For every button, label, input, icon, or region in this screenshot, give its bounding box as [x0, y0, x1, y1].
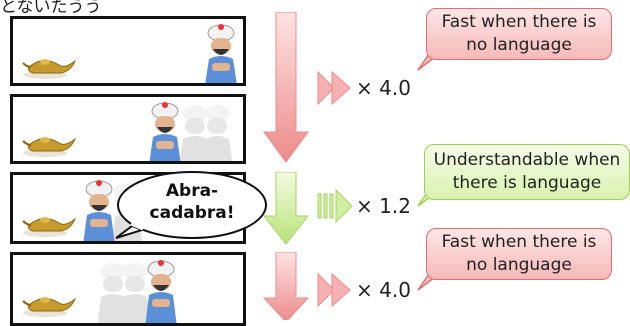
genie-icon: [145, 260, 177, 323]
speech-bubble: [115, 171, 267, 239]
speech-line-1: Abra-: [165, 181, 219, 201]
speech-line-2: cadabra!: [149, 203, 235, 223]
multiplier-label: × 4.0: [356, 278, 411, 302]
callout-fast: Fast when there is no language: [426, 8, 612, 60]
speed-arrow-icon: [317, 272, 351, 308]
genie-icon: [83, 180, 115, 241]
speech-bubble-text: Abra- cadabra!: [140, 180, 244, 224]
callout-fast: Fast when there is no language: [426, 228, 612, 280]
magic-lamp-icon: [22, 217, 77, 237]
multiplier-label: × 1.2: [356, 194, 411, 218]
down-arrow-icon: [263, 12, 309, 163]
speed-arrow-icon: [317, 70, 351, 106]
down-arrow-icon: [262, 172, 310, 245]
slow-arrow-icon: [317, 188, 353, 224]
scene-frame: [10, 94, 246, 164]
magic-lamp-icon: [22, 297, 77, 317]
magic-lamp-icon: [22, 137, 77, 157]
genie-icon: [149, 102, 181, 161]
callout-understandable: Understandable when there is language: [424, 144, 630, 200]
multiplier-label: × 4.0: [356, 76, 411, 100]
magic-lamp-icon: [22, 59, 77, 79]
down-arrow-icon: [262, 252, 310, 320]
scene-frame: [10, 252, 246, 326]
genie-icon: [205, 24, 237, 83]
scene-frame: [10, 16, 246, 86]
top-cutoff-text: とないたうう: [0, 0, 102, 17]
